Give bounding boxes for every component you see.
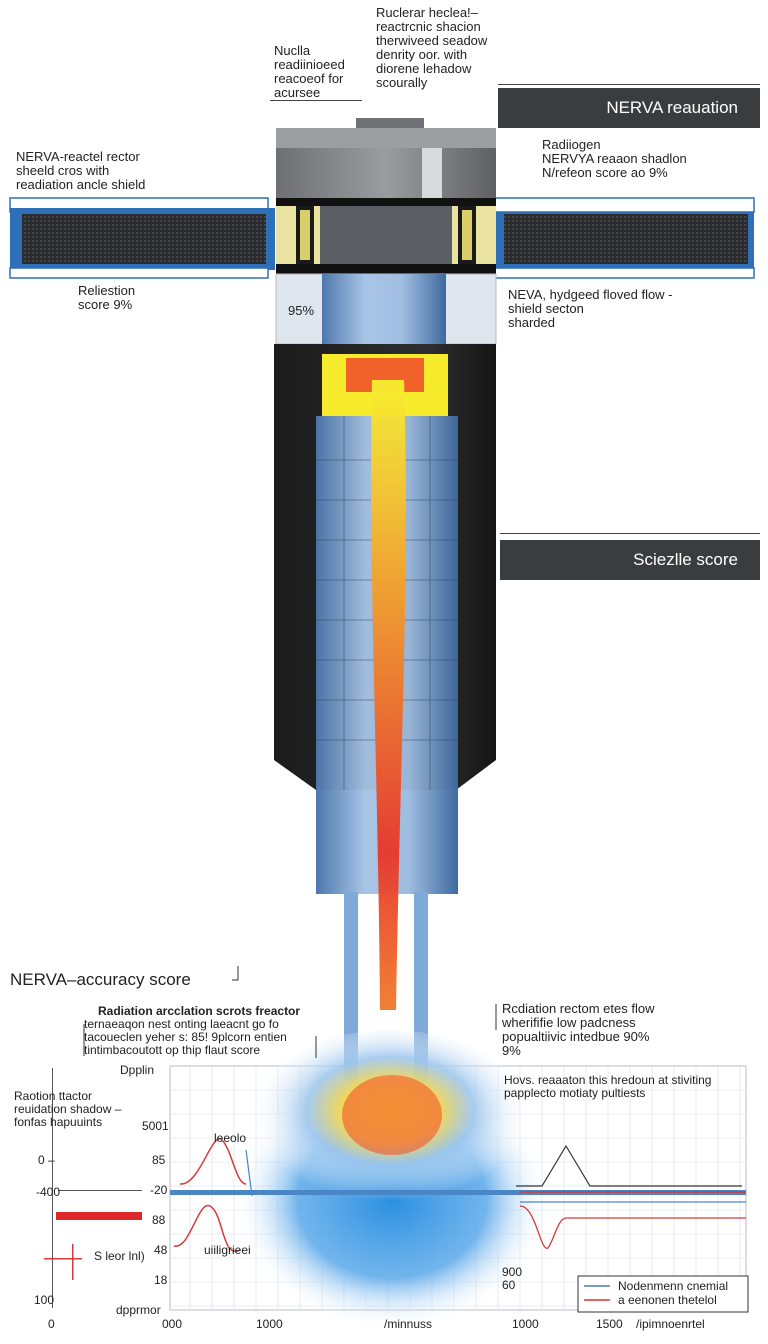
bottom-tick-1: 000 bbox=[162, 1317, 183, 1331]
left-note-score: Reliestion score 9% bbox=[78, 283, 136, 312]
percent-label: 95% bbox=[288, 303, 315, 318]
right-note-top: Radiiogen NERVYA reaaon shadlon N/refeon… bbox=[542, 137, 687, 180]
center-heading: Radiation arcclation scrots freactor bbox=[98, 1004, 301, 1018]
bottom-label: /minnuss bbox=[384, 1317, 433, 1331]
left-tick-2: -400 bbox=[36, 1185, 61, 1199]
bottom-tick-3: 1000 bbox=[512, 1317, 539, 1331]
chart-note: Hovs. reaaaton this hredoun at stiviting… bbox=[504, 1073, 712, 1100]
left-heading: Raotion ttactor reuidation shadow – fonf… bbox=[14, 1089, 122, 1129]
legend-item-1: a eenonen thetelol bbox=[618, 1293, 717, 1307]
inner-tick-2: -20 bbox=[150, 1183, 168, 1197]
right-note-flow: NEVA, hydgeed floved flow - shield secto… bbox=[508, 287, 673, 330]
inner-tick-3: 88 bbox=[152, 1213, 166, 1227]
banner-middle: Sciezlle score bbox=[500, 540, 760, 580]
valley-label: uiiligrieei bbox=[204, 1243, 251, 1257]
peak-label: leeolo bbox=[214, 1131, 247, 1145]
inline-label: S leor lnl) bbox=[94, 1249, 145, 1263]
legend-item-0: Nodenmenn cnemial bbox=[618, 1279, 729, 1293]
left-note-shield: NERVA-reactel rector sheeld cros with re… bbox=[16, 149, 146, 192]
left-tick-1: 0 – bbox=[38, 1153, 55, 1167]
bottom-left-label: dpprmor bbox=[116, 1303, 161, 1317]
inner-tick-1: 85 bbox=[152, 1153, 166, 1167]
banner-top: NERVA reauation bbox=[498, 88, 760, 128]
bottom-tick-0: 0 bbox=[48, 1317, 55, 1331]
bottom-tick-2: 1000 bbox=[256, 1317, 283, 1331]
right-box-text: Rcdiation rectom etes flow wherififie lo… bbox=[502, 1001, 655, 1058]
inner-tick-4: 48 bbox=[154, 1243, 168, 1257]
bottom-tick-5: /ipimnoenrtel bbox=[636, 1317, 705, 1331]
left-tick-3: 100 bbox=[34, 1293, 55, 1307]
mid-value: 900 60 bbox=[502, 1265, 523, 1292]
header-text-center: Ruclerar heclea!– reactrcnic shacion the… bbox=[376, 5, 488, 90]
inner-tick-5: 18 bbox=[154, 1273, 168, 1287]
center-body: ternaeaqon nest onting laeacnt go fo tac… bbox=[84, 1017, 287, 1057]
inner-tick-0: 5001 bbox=[142, 1119, 169, 1133]
banner-middle-rule bbox=[500, 533, 760, 534]
bottom-tick-4: 1500 bbox=[596, 1317, 623, 1331]
left-tick-0: Dpplin bbox=[120, 1063, 155, 1077]
header-text-left: Nuclla readiinioeed reacoeof for acursee bbox=[274, 43, 345, 100]
accuracy-title: NERVA–accuracy score bbox=[10, 970, 191, 989]
